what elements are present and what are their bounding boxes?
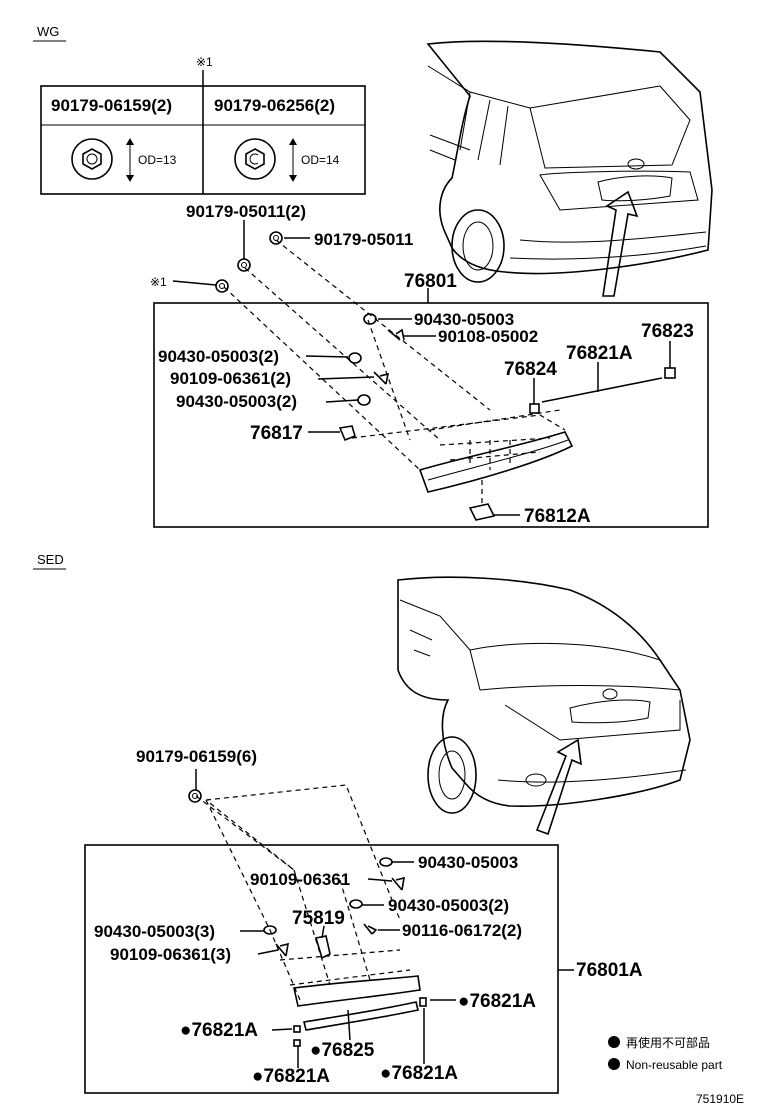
- sed-section: SED 76801A: [33, 552, 691, 1094]
- figure-id: 751910E: [696, 1092, 744, 1106]
- od13-label: OD=13: [138, 153, 177, 167]
- label-90430-05003-2b: 90430-05003(2): [176, 392, 297, 411]
- wg-car-illustration: [426, 40, 713, 297]
- table-col1-header: 90179-06159(2): [51, 96, 172, 115]
- wg-assy-label: 76801: [404, 271, 457, 292]
- label-76825: ●76825: [310, 1040, 375, 1061]
- label-90430-05003-2a: 90430-05003(2): [158, 347, 279, 366]
- sed-seal-b1-icon: [293, 1039, 301, 1047]
- wg-clip-76817-icon: [338, 425, 356, 442]
- wg-stopper-76824-icon: [529, 403, 540, 414]
- legend-en: Non-reusable part: [626, 1058, 723, 1072]
- sed-seal-r-icon: [419, 997, 427, 1007]
- sed-dashed-guides: [195, 784, 411, 1001]
- sed-washer-b-icon: [349, 899, 363, 909]
- sed-garnish-part: [293, 975, 421, 1031]
- sed-washer-c-icon: [263, 925, 277, 935]
- label-90108-05002: 90108-05002: [438, 327, 538, 346]
- nut-06159-icon: [71, 138, 113, 180]
- legend-dot-en: [608, 1058, 620, 1070]
- wg-assembly-box: [153, 302, 709, 528]
- legend: 再使用不可部品 Non-reusable part: [608, 1035, 723, 1072]
- label-90430-05003-a: 90430-05003: [414, 310, 514, 329]
- wg-nut-05011a-icon: [269, 231, 283, 245]
- nut-06256-icon: [234, 138, 276, 180]
- sed-bolt-06172-icon: [363, 923, 378, 935]
- wg-washer-c-icon: [357, 394, 371, 406]
- wg-nut-05011b-icon: [237, 258, 251, 272]
- label-76821A-bottom1: ●76821A: [252, 1066, 330, 1087]
- wg-nut-ref1-icon: [215, 279, 229, 293]
- label-75819: 75819: [292, 908, 345, 929]
- label-76821A-right: ●76821A: [458, 991, 536, 1012]
- sed-bolt-06361-icon: [391, 876, 405, 891]
- label-90109-06361-3: 90109-06361(3): [110, 945, 231, 964]
- wg-stopper-76823-icon: [664, 367, 676, 379]
- label-90179-06159-6: 90179-06159(6): [136, 747, 257, 766]
- label-76823: 76823: [641, 321, 694, 342]
- wg-cover-76812A-icon: [468, 503, 496, 521]
- sed-assembly-box: [84, 844, 559, 1094]
- sed-washer-a-icon: [379, 857, 393, 867]
- wg-seal-76821A-icon: [541, 377, 663, 403]
- sed-car-illustration: [397, 576, 691, 836]
- label-76817: 76817: [250, 423, 303, 444]
- legend-jp: 再使用不可部品: [626, 1035, 710, 1050]
- label-90109-06361-2: 90109-06361(2): [170, 369, 291, 388]
- label-76821A-bottom2: ●76821A: [380, 1063, 458, 1084]
- sed-tag: SED: [37, 552, 64, 567]
- label-note-ref: ※1: [150, 275, 167, 289]
- label-76821A-left: ●76821A: [180, 1020, 258, 1041]
- label-76821A: 76821A: [566, 343, 633, 364]
- reference-table: ※1 90179-06159(2) 90179-06256(2) OD=13: [40, 55, 366, 195]
- wg-washer-b-icon: [348, 352, 362, 364]
- label-90109-06361: 90109-06361: [250, 870, 350, 889]
- wg-bolt-05002-icon: [387, 328, 405, 341]
- sed-clip-75819-icon: [314, 935, 331, 960]
- wg-tag: WG: [37, 24, 59, 39]
- note-mark: ※1: [196, 55, 213, 69]
- legend-dot-jp: [608, 1036, 620, 1048]
- label-76812A: 76812A: [524, 506, 591, 527]
- label-90179-05011-2: 90179-05011(2): [186, 202, 306, 221]
- label-76824: 76824: [504, 359, 557, 380]
- wg-bolt-06361-icon: [373, 371, 390, 385]
- sed-seal-l-icon: [293, 1025, 301, 1033]
- label-90116-06172-2: 90116-06172(2): [402, 921, 522, 940]
- od14-label: OD=14: [301, 153, 340, 167]
- table-col2-header: 90179-06256(2): [214, 96, 335, 115]
- label-90430-05003-2: 90430-05003(2): [388, 896, 509, 915]
- sed-bolt-06361-3-icon: [275, 942, 289, 957]
- sed-assy-label: 76801A: [576, 960, 643, 981]
- sed-nut-06159-icon: [188, 789, 202, 803]
- wg-garnish-part: [418, 431, 574, 493]
- label-90179-05011: 90179-05011: [314, 230, 413, 249]
- wg-washer-a-icon: [363, 313, 377, 325]
- wg-section: WG ※1 90179-06159(2) 90179-06256(2) OD=1…: [33, 24, 713, 528]
- label-90430-05003-3: 90430-05003(3): [94, 922, 215, 941]
- label-90430-05003: 90430-05003: [418, 853, 518, 872]
